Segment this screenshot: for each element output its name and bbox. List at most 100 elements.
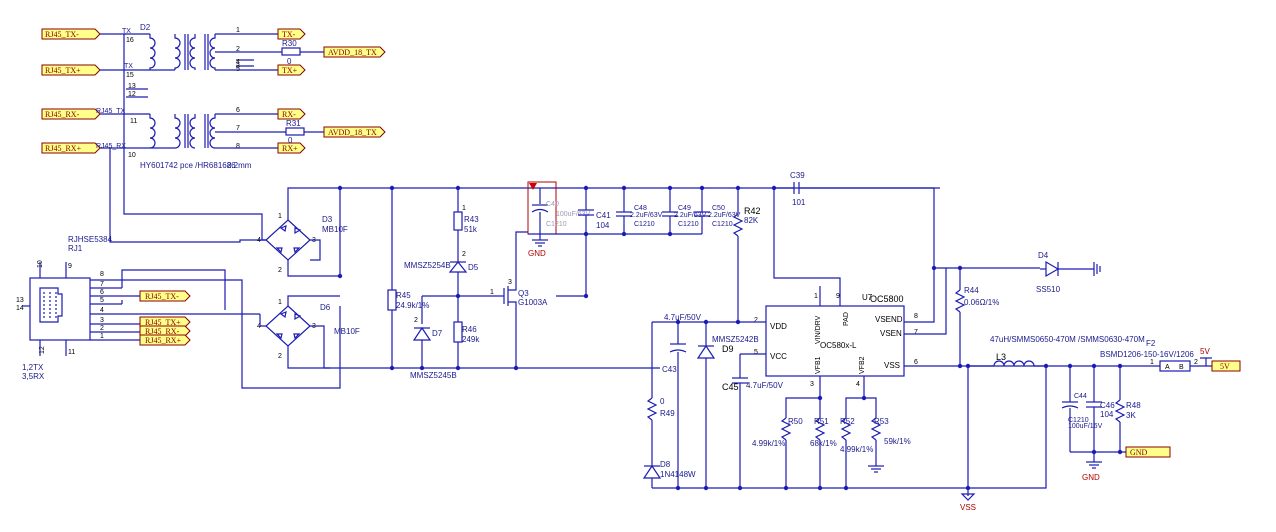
- svg-text:RJ45_TX-: RJ45_TX-: [145, 292, 179, 301]
- svg-text:2: 2: [414, 317, 418, 324]
- resistor-r50: R50 4.99k/1%: [752, 417, 803, 488]
- junction-dots: [337, 185, 1123, 491]
- svg-text:1: 1: [100, 333, 104, 340]
- net-label-rj45-rx-plus-b: RJ45_RX+: [139, 334, 191, 346]
- net-label-rj45-tx-minus-a: RJ45_TX-: [41, 28, 101, 40]
- svg-text:7: 7: [100, 281, 104, 288]
- svg-text:VDD: VDD: [770, 322, 787, 331]
- svg-text:D3: D3: [322, 215, 333, 224]
- svg-text:TX: TX: [122, 28, 131, 35]
- svg-text:5: 5: [754, 349, 758, 356]
- svg-text:2: 2: [754, 317, 758, 324]
- net-label-tx-minus: TX-: [277, 28, 306, 40]
- bridge-d3: 1 2 3 4 D3 MB10F: [257, 213, 348, 274]
- svg-text:PAD: PAD: [843, 312, 850, 326]
- svg-text:8: 8: [236, 143, 240, 150]
- svg-text:R48: R48: [1126, 401, 1141, 410]
- schottky-d4: D4 SS510: [1036, 251, 1101, 294]
- resistor-r53: R53 59k/1%: [868, 417, 911, 473]
- svg-text:2: 2: [236, 46, 240, 53]
- resistor-r43: R43 51k 1 2: [453, 188, 479, 262]
- svg-text:D5: D5: [468, 263, 479, 272]
- vss-symbol: VSS: [960, 366, 976, 512]
- svg-text:SS510: SS510: [1036, 285, 1061, 294]
- mosfet-q3: 1 3 Q3 G1003A: [490, 231, 548, 368]
- zener-d7: D7 MMSZ5245B 2: [410, 295, 500, 380]
- svg-text:1: 1: [278, 213, 282, 220]
- capacitor-c41: C41 104: [578, 188, 611, 234]
- svg-text:4.7uF/50V: 4.7uF/50V: [746, 381, 784, 390]
- svg-text:VSS: VSS: [884, 361, 900, 370]
- svg-text:D4: D4: [1038, 251, 1049, 260]
- svg-text:6: 6: [914, 359, 918, 366]
- svg-text:5V: 5V: [1220, 362, 1230, 371]
- svg-text:0.06Ω/1%: 0.06Ω/1%: [964, 298, 999, 307]
- svg-text:B: B: [1179, 364, 1184, 371]
- svg-text:1: 1: [462, 205, 466, 212]
- resistor-r51: R51 68k/1%: [810, 417, 837, 488]
- svg-text:68k/1%: 68k/1%: [810, 439, 837, 448]
- svg-text:VSEND: VSEND: [875, 315, 903, 324]
- resistor-r31: R31 0: [285, 119, 324, 145]
- net-label-tx-plus: TX+: [277, 64, 306, 76]
- svg-text:U7: U7: [862, 293, 873, 302]
- svg-text:OC580x-L: OC580x-L: [820, 341, 857, 350]
- resistor-r52: R52 4.99k/1%: [840, 417, 873, 488]
- svg-text:RJ45_RX-: RJ45_RX-: [45, 110, 80, 119]
- svg-text:C40: C40: [546, 201, 559, 208]
- svg-text:59k/1%: 59k/1%: [884, 437, 911, 446]
- svg-text:1: 1: [1150, 359, 1154, 366]
- net-label-rj45-tx-plus-b: RJ45_TX+: [139, 316, 191, 328]
- svg-text:HY601742 pce /HR681686: HY601742 pce /HR681686: [140, 161, 236, 170]
- capacitor-c49: C49 2.2uF/63V C1210: [662, 188, 707, 234]
- svg-text:3,5RX: 3,5RX: [22, 372, 45, 381]
- svg-text:RJ45_RX: RJ45_RX: [96, 143, 126, 150]
- fuse-f2: A B F2 BSMD1206-150-16V/1206 1 2: [1100, 339, 1212, 372]
- rj45-connector: RJHSE5384 RJ1 10 9 13 14 12 11 8 7 6 5 4…: [16, 235, 341, 389]
- gnd-symbol-c40: GND: [528, 232, 548, 258]
- svg-text:1: 1: [236, 27, 240, 34]
- svg-text:0: 0: [288, 136, 293, 145]
- svg-text:C48: C48: [634, 205, 647, 212]
- svg-text:C44: C44: [1074, 393, 1087, 400]
- svg-text:1: 1: [490, 289, 494, 296]
- svg-text:6: 6: [236, 107, 240, 114]
- svg-text:51k: 51k: [464, 225, 478, 234]
- svg-text:L3: L3: [996, 352, 1006, 362]
- svg-text:2.2mm: 2.2mm: [227, 161, 252, 170]
- svg-text:F2: F2: [1146, 339, 1156, 348]
- capacitor-c48: C48 2.2uF/63V C1210: [616, 188, 663, 234]
- svg-text:AVDD_18_TX: AVDD_18_TX: [328, 48, 377, 57]
- svg-text:2: 2: [278, 267, 282, 274]
- svg-text:VSEN: VSEN: [880, 329, 902, 338]
- capacitor-c44: C44 100uF/16V C1210: [1061, 366, 1103, 452]
- inductor-l3: 47uH/SMMS0650-470M /SMMS0630-470M L3: [968, 335, 1160, 367]
- svg-text:D2: D2: [140, 23, 151, 32]
- svg-text:C49: C49: [678, 205, 691, 212]
- resistor-r30: R30 0: [281, 39, 324, 66]
- transformer-right-pins: 1 2 3 6 7 8: [215, 27, 286, 150]
- svg-text:4.99k/1%: 4.99k/1%: [840, 445, 873, 454]
- svg-text:G1003A: G1003A: [518, 298, 548, 307]
- zener-d9: MMSZ5242B D9: [696, 322, 759, 488]
- net-label-avdd-rx: AVDD_18_TX: [323, 126, 386, 138]
- svg-text:MMSZ5245B: MMSZ5245B: [410, 371, 457, 380]
- resistor-r46: R46 249k: [453, 296, 480, 368]
- net-label-rx-minus: RX-: [277, 108, 306, 120]
- svg-text:R42: R42: [744, 206, 761, 216]
- svg-text:MB10F: MB10F: [334, 327, 360, 336]
- svg-text:RJ45_RX-: RJ45_RX-: [145, 327, 180, 336]
- svg-text:RJ45_RX+: RJ45_RX+: [45, 144, 82, 153]
- svg-text:D6: D6: [320, 303, 331, 312]
- svg-text:104: 104: [596, 221, 610, 230]
- svg-text:VFB1: VFB1: [815, 356, 822, 374]
- resistor-r48: R48 3K: [1114, 366, 1141, 452]
- net-label-rj45-rx-minus-b: RJ45_RX-: [139, 325, 191, 337]
- svg-text:RJHSE5384: RJHSE5384: [68, 235, 113, 244]
- net-label-5v-out: 5V: [1211, 360, 1241, 372]
- svg-text:8: 8: [100, 271, 104, 278]
- svg-text:3: 3: [810, 381, 814, 388]
- svg-text:VFB2: VFB2: [859, 356, 866, 374]
- svg-text:MB10F: MB10F: [322, 225, 348, 234]
- svg-text:3: 3: [508, 279, 512, 286]
